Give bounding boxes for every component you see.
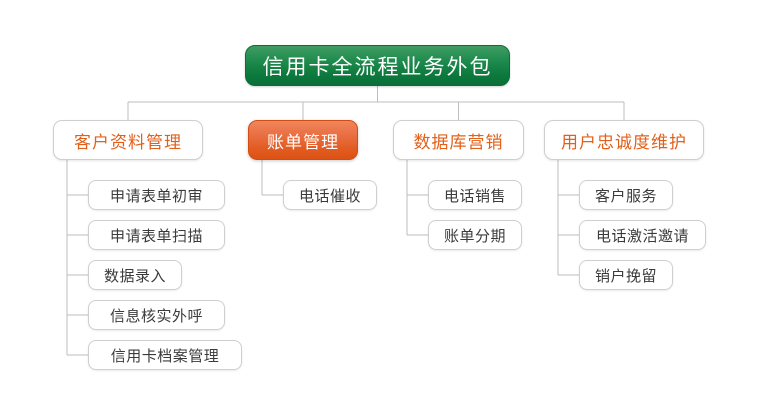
branch-node-1[interactable]: 账单管理 (248, 120, 358, 160)
leaf-node-0-1[interactable]: 申请表单扫描 (88, 220, 225, 250)
leaf-node-0-3[interactable]: 信息核实外呼 (88, 300, 225, 330)
branch-node-3[interactable]: 用户忠诚度维护 (544, 120, 704, 160)
leaf-node-2-0[interactable]: 电话销售 (428, 180, 522, 210)
leaf-node-0-2[interactable]: 数据录入 (88, 260, 182, 290)
leaf-node-2-1[interactable]: 账单分期 (428, 220, 522, 250)
branch-node-2[interactable]: 数据库营销 (393, 120, 524, 160)
leaf-node-1-0[interactable]: 电话催收 (283, 180, 377, 210)
leaf-node-3-0[interactable]: 客户服务 (579, 180, 673, 210)
branch-node-0[interactable]: 客户资料管理 (53, 120, 203, 160)
leaf-node-0-0[interactable]: 申请表单初审 (88, 180, 225, 210)
leaf-node-3-1[interactable]: 电话激活邀请 (579, 220, 706, 250)
leaf-node-3-2[interactable]: 销户挽留 (579, 260, 673, 290)
leaf-node-0-4[interactable]: 信用卡档案管理 (88, 340, 242, 370)
root-node[interactable]: 信用卡全流程业务外包 (245, 45, 510, 86)
